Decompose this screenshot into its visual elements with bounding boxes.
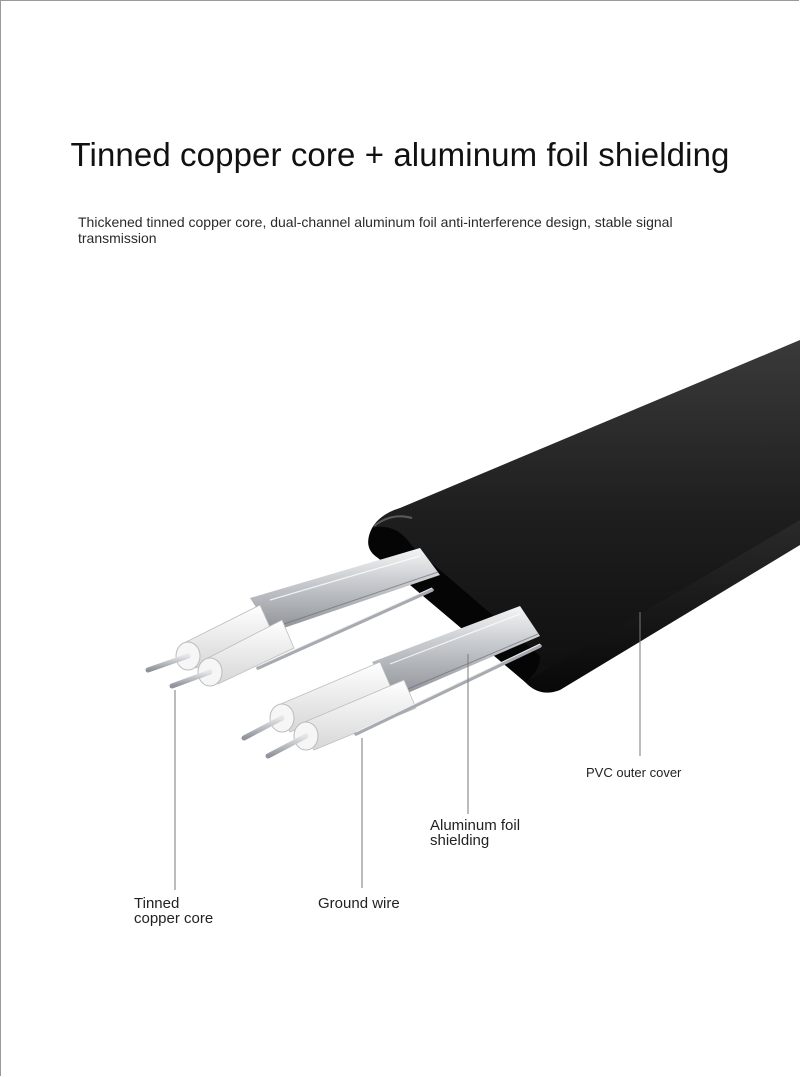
callout-aluminum-foil-shielding: Aluminum foil shielding: [430, 817, 521, 849]
page-title: Tinned copper core + aluminum foil shiel…: [70, 136, 730, 173]
lower-shielded-pair: [241, 606, 542, 759]
page-subtitle: Thickened tinned copper core, dual-chann…: [78, 214, 673, 246]
callout-pvc-outer-cover: PVC outer cover: [586, 765, 682, 780]
leader-lines: [174, 612, 641, 890]
callout-ground-wire: Ground wire: [318, 895, 400, 912]
callout-tinned-copper-core: Tinned copper core: [134, 895, 214, 927]
upper-shielded-pair: [145, 548, 440, 689]
